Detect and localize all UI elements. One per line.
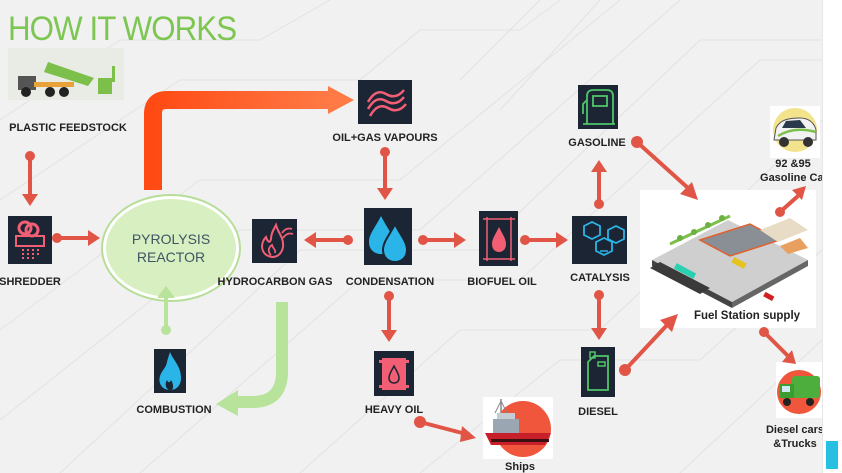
shredder-icon [15, 220, 45, 259]
barrel-icon [379, 357, 409, 390]
right-margin-strip [822, 0, 842, 473]
heavy-oil-label: HEAVY OIL [364, 404, 424, 416]
arrow-condensation-to-hydrocarbon [304, 232, 353, 248]
ships-node [483, 397, 553, 459]
fuel-pump-icon [582, 89, 615, 125]
vapour-waves-icon [366, 89, 407, 117]
gasoline-cars-line1: 92 &95 [775, 158, 811, 170]
condensation-node [364, 208, 412, 265]
arrow-shredder-to-reactor [52, 230, 100, 246]
arrow-combustion-to-reactor [157, 286, 175, 335]
diesel-trucks-line1: Diesel cars [765, 424, 822, 436]
arrow-catalysis-to-gasoline [591, 160, 607, 209]
gasoline-cars-line2: Gasoline Cars [760, 172, 822, 184]
biofuel-oil-node [479, 211, 518, 266]
oil-gas-vapours-label: OIL+GAS VAPOURS [332, 132, 438, 144]
arrow-gasoline-to-fuel-station [631, 136, 698, 200]
fuel-station-node [640, 190, 816, 328]
gasoline-label: GASOLINE [568, 137, 626, 149]
combustion-label: COMBUSTION [136, 404, 212, 416]
catalysis-label: CATALYSIS [570, 272, 630, 284]
oil-gas-vapours-node [358, 80, 412, 124]
gasoline-cars-node [770, 106, 820, 158]
car-icon [773, 108, 817, 152]
ship-icon [485, 399, 551, 457]
arrow-biofuel-to-catalysis [520, 232, 568, 248]
jerry-can-icon [587, 351, 609, 391]
pyrolysis-reactor: PYROLYSIS REACTOR [103, 196, 239, 300]
flame-gas-icon [260, 222, 293, 259]
pyrolysis-reactor-line1: PYROLYSIS [131, 231, 211, 247]
molecule-hexagons-icon [582, 220, 625, 257]
plastic-feedstock-label: PLASTIC FEEDSTOCK [9, 122, 127, 134]
diesel-node [581, 347, 615, 397]
arrow-diesel-to-fuel-station [619, 314, 678, 376]
arrow-reactor-to-vapours [144, 86, 354, 190]
oil-barrel-drop-icon [482, 216, 515, 261]
arrow-fuel-station-to-gasoline-cars [775, 186, 806, 217]
arrow-hydrocarbon-to-combustion [216, 302, 288, 416]
pyrolysis-reactor-line2: REACTOR [136, 249, 206, 265]
diesel-label: DIESEL [578, 406, 618, 418]
flow-arrows [22, 86, 806, 442]
diesel-trucks-line2: &Trucks [773, 438, 817, 450]
hydrocarbon-gas-node [252, 219, 297, 263]
garbage-truck-icon [18, 62, 115, 97]
shredder-node [8, 216, 52, 264]
shredder-label: SHREDDER [0, 276, 61, 288]
arrow-fuel-station-to-diesel-trucks [759, 327, 796, 364]
arrow-vapours-to-condensation [377, 147, 393, 200]
truck-icon [777, 370, 821, 414]
arrow-condensation-to-heavy-oil [381, 291, 397, 342]
ships-label: Ships [505, 461, 535, 473]
diesel-trucks-node [776, 362, 822, 418]
arrow-condensation-to-biofuel [418, 232, 466, 248]
arrow-catalysis-to-diesel [591, 290, 607, 340]
biofuel-oil-label: BIOFUEL OIL [467, 276, 537, 288]
arrow-heavy-oil-to-ships [414, 416, 476, 442]
page-title: HOW IT WORKS [8, 10, 237, 48]
gasoline-node [578, 85, 618, 129]
arrow-feedstock-to-shredder [22, 151, 38, 206]
blue-flame-icon [159, 352, 181, 390]
hydrocarbon-gas-label: HYDROCARBON GAS [217, 276, 333, 288]
catalysis-node [572, 216, 627, 264]
plastic-feedstock-image [8, 48, 124, 100]
fuel-station-label: Fuel Station supply [693, 310, 801, 322]
gas-station-illustration [650, 214, 808, 308]
accent-bar [826, 441, 838, 469]
water-drops-icon [369, 215, 409, 263]
condensation-label: CONDENSATION [345, 276, 435, 288]
combustion-node [154, 349, 186, 393]
heavy-oil-node [374, 351, 414, 396]
slide: HOW IT WORKS PLASTIC FEEDSTOCK SHREDDER … [0, 0, 822, 473]
